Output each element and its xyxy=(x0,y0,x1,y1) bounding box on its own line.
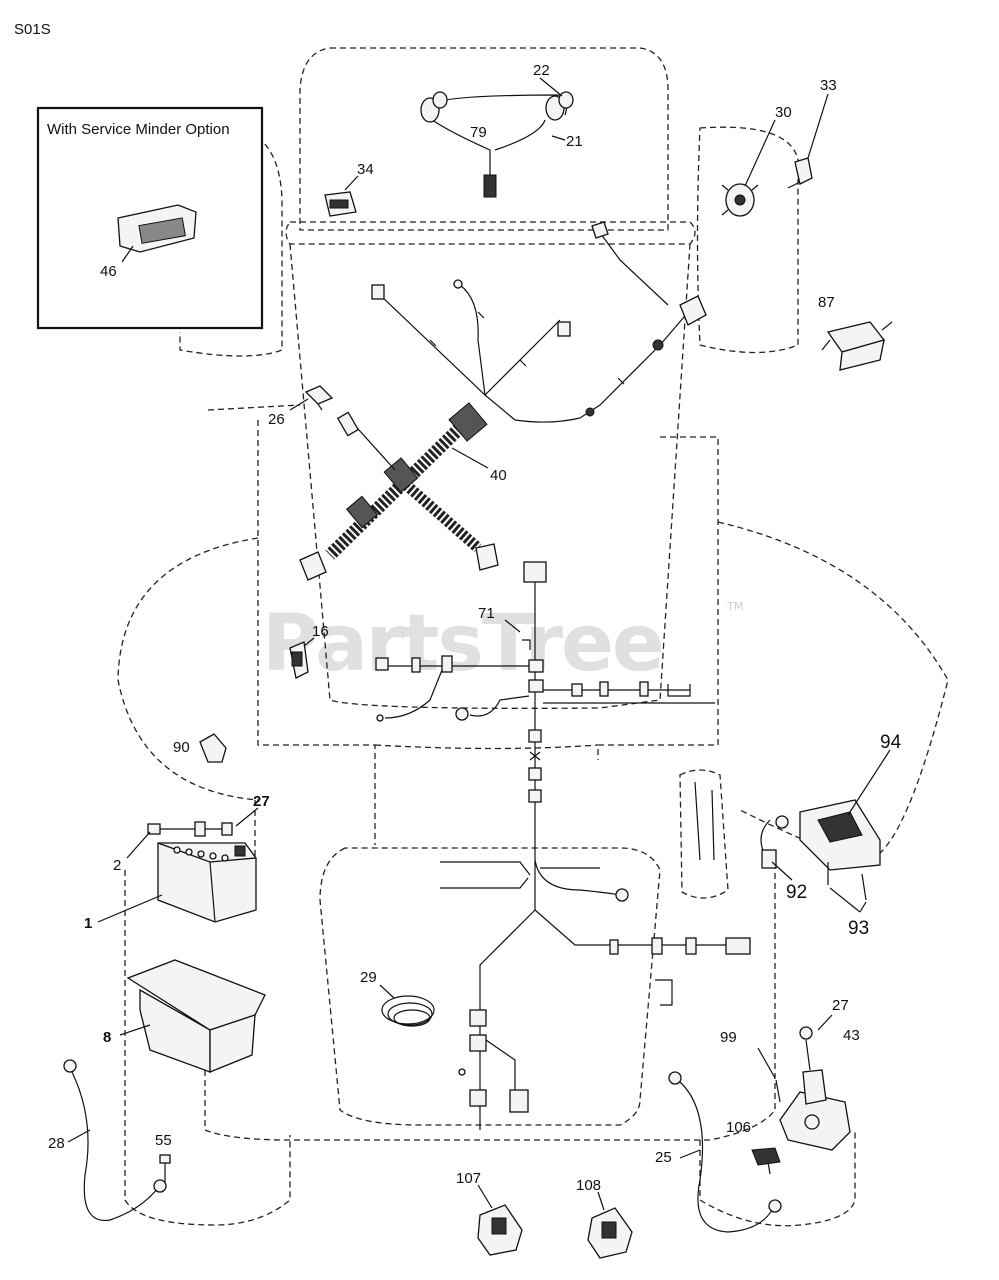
cable-25 xyxy=(668,1071,782,1233)
lower-harness xyxy=(440,859,751,1130)
part-46-label: 46 xyxy=(100,263,117,280)
part-29-label: 29 xyxy=(360,969,377,986)
switch-16 xyxy=(289,641,309,679)
part-79-label: 79 xyxy=(470,124,487,141)
cable-coil-29 xyxy=(381,995,435,1027)
part-40-label: 40 xyxy=(490,467,507,484)
part-43-label: 43 xyxy=(843,1027,860,1044)
main-harness-40 xyxy=(299,402,499,581)
part-99-label: 99 xyxy=(720,1029,737,1046)
battery-bolt xyxy=(147,821,233,837)
part-16-label: 16 xyxy=(312,623,329,640)
upper-harness xyxy=(371,221,707,423)
watermark-text: PartsTree xyxy=(262,599,663,689)
headlight-harness xyxy=(420,91,574,198)
bolt-55 xyxy=(159,1154,171,1182)
part-90 xyxy=(199,733,227,763)
solenoid-87 xyxy=(821,321,893,371)
part-28-label: 28 xyxy=(48,1135,65,1152)
diagram-id: S01S xyxy=(14,21,51,38)
part-71-label: 71 xyxy=(478,605,495,622)
part-92-label: 92 xyxy=(786,882,807,903)
battery-tray xyxy=(126,959,266,1073)
part-30-label: 30 xyxy=(775,104,792,121)
switch-107 xyxy=(477,1204,523,1256)
part-27a-label: 27 xyxy=(253,793,270,810)
option-box-title: With Service Minder Option xyxy=(47,121,230,138)
ignition-switch xyxy=(721,183,759,217)
battery-cable-28 xyxy=(63,1059,167,1222)
clip-106 xyxy=(751,1147,781,1175)
part-87-label: 87 xyxy=(818,294,835,311)
ignition-key xyxy=(787,157,813,189)
central-harness-71 xyxy=(375,561,715,910)
part-90-label: 90 xyxy=(173,739,190,756)
part-107-label: 107 xyxy=(456,1170,481,1187)
switch-34 xyxy=(324,191,357,217)
hour-meter-icon xyxy=(117,204,197,253)
part-25-label: 25 xyxy=(655,1149,672,1166)
part-21-label: 21 xyxy=(566,133,583,150)
bracket-43 xyxy=(779,1026,851,1151)
part-27b-label: 27 xyxy=(832,997,849,1014)
part-34-label: 34 xyxy=(357,161,374,178)
part-94-label: 94 xyxy=(880,732,902,753)
switch-108 xyxy=(587,1207,633,1259)
part-22-label: 22 xyxy=(533,62,550,79)
fuse-holder xyxy=(304,385,334,411)
part-33-label: 33 xyxy=(820,77,837,94)
part-55-label: 55 xyxy=(155,1132,172,1149)
part-106-label: 106 xyxy=(726,1119,751,1136)
screws-93 xyxy=(827,862,867,901)
screw-99 xyxy=(775,1079,781,1103)
part-108-label: 108 xyxy=(576,1177,601,1194)
part-93-label: 93 xyxy=(848,918,869,939)
partstree-watermark: PartsTree TM xyxy=(262,599,743,689)
module-94 xyxy=(760,799,881,871)
part-2-label: 2 xyxy=(113,857,121,874)
part-8-label: 8 xyxy=(103,1029,111,1046)
service-minder-box: With Service Minder Option 46 xyxy=(36,106,264,330)
part-1-label: 1 xyxy=(84,915,92,932)
watermark-tm: TM xyxy=(726,600,743,613)
battery xyxy=(157,842,257,923)
part-26-label: 26 xyxy=(268,411,285,428)
part-console-right xyxy=(679,769,729,899)
